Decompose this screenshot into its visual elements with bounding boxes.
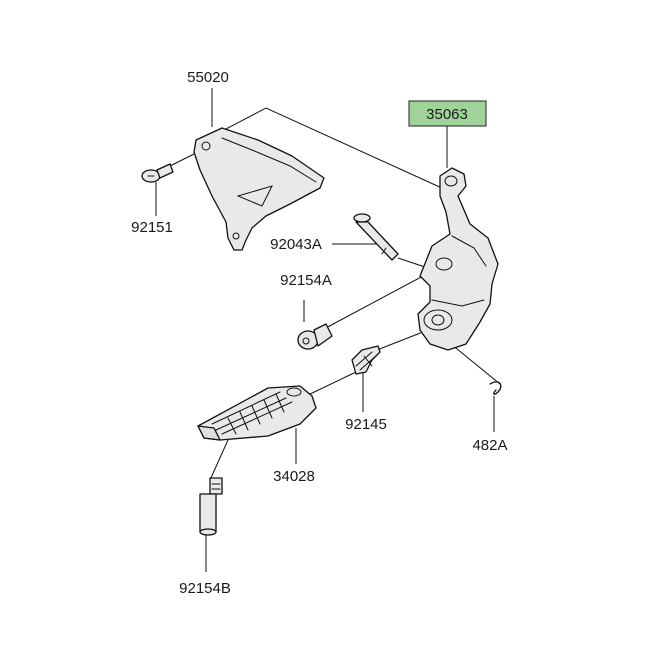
bolt-92154B-part <box>199 477 223 536</box>
footpeg-part <box>197 385 317 441</box>
bracket-part <box>193 127 325 251</box>
label-92154B[interactable]: 92154B <box>179 580 231 597</box>
spring-92145-part <box>351 345 381 375</box>
label-92043A[interactable]: 92043A <box>270 236 322 253</box>
highlight-box-35063 <box>408 100 487 127</box>
clip-482A-part <box>489 381 502 395</box>
label-35063[interactable]: 35063 <box>426 106 468 123</box>
label-92154A[interactable]: 92154A <box>280 272 332 289</box>
label-34028[interactable]: 34028 <box>273 468 315 485</box>
lever-part <box>417 167 499 351</box>
label-55020[interactable]: 55020 <box>187 69 229 86</box>
label-92151[interactable]: 92151 <box>131 219 173 236</box>
label-482A[interactable]: 482A <box>472 437 507 454</box>
label-92145[interactable]: 92145 <box>345 416 387 433</box>
bolt-92151-part <box>141 163 174 183</box>
bolt-92154A-part <box>297 323 333 350</box>
pin-92043A-part <box>353 213 399 261</box>
leader-lines <box>155 88 501 572</box>
footpeg-knurl <box>211 391 293 435</box>
